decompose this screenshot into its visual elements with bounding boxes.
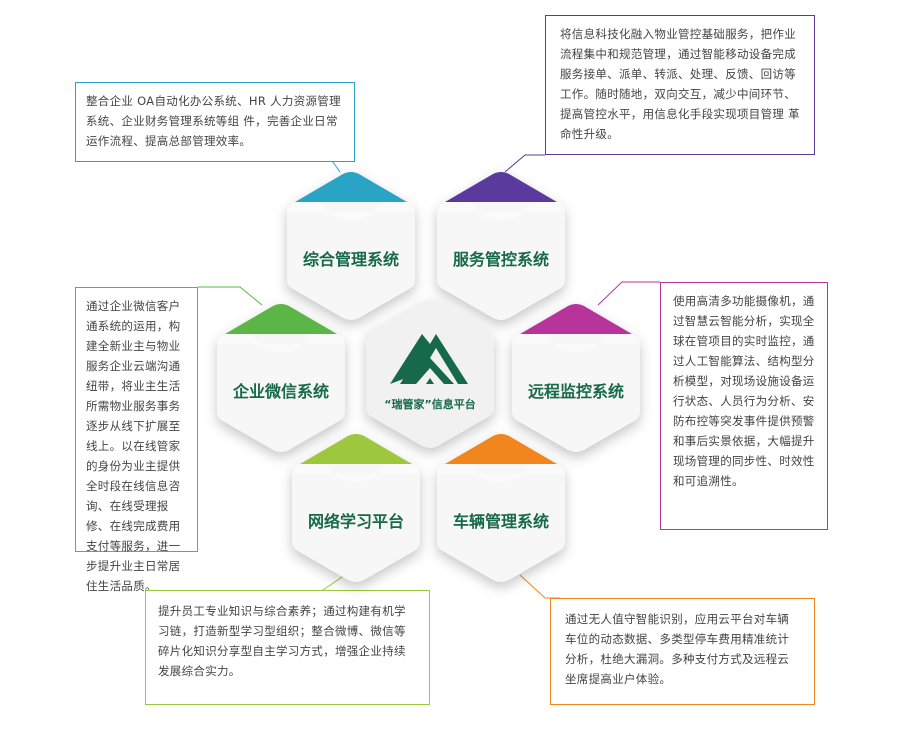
desc-box-monitor: 使用高清多功能摄像机，通过智慧云智能分析，实现全球在管项目的实时监控，通过人工智… bbox=[660, 282, 828, 530]
desc-box-vehicle: 通过无人值守智能识别，应用云平台对车辆车位的动态数据、多类型停车费用精准统计分析… bbox=[550, 598, 815, 705]
module-cap bbox=[520, 304, 632, 334]
module-label: 远程监控系统 bbox=[527, 382, 624, 401]
platform-brand-label: “瑞管家”信息平台 bbox=[384, 398, 476, 411]
module-hex-learning[interactable]: 网络学习平台 bbox=[290, 432, 422, 584]
module-hex-service[interactable]: 服务管控系统 bbox=[435, 170, 567, 322]
module-hex-comprehensive[interactable]: 综合管理系统 bbox=[285, 170, 417, 322]
module-cap bbox=[445, 172, 557, 202]
module-hex-wechat[interactable]: 企业微信系统 bbox=[215, 302, 347, 454]
module-label: 车辆管理系统 bbox=[452, 512, 549, 531]
module-label: 企业微信系统 bbox=[232, 382, 329, 401]
module-hex-monitor[interactable]: 远程监控系统 bbox=[510, 302, 642, 454]
center-platform-hex: “瑞管家”信息平台 bbox=[364, 298, 496, 450]
module-hex-vehicle[interactable]: 车辆管理系统 bbox=[435, 432, 567, 584]
mountain-logo-icon bbox=[390, 334, 468, 384]
desc-box-comprehensive: 整合企业 OA自动化办公系统、HR 人力资源管理系统、企业财务管理系统等组 件，… bbox=[75, 82, 355, 162]
module-label: 服务管控系统 bbox=[452, 250, 549, 269]
module-label: 综合管理系统 bbox=[302, 250, 399, 269]
module-label: 网络学习平台 bbox=[307, 512, 404, 531]
desc-box-wechat: 通过企业微信客户通系统的运用，构建全新业主与物业服务企业云端沟通纽带，将业主生活… bbox=[75, 287, 198, 593]
desc-box-learning: 提升员工专业知识与综合素养；通过构建有机学习链，打造新型学习型组织；整合微博、微… bbox=[145, 590, 430, 705]
module-cap bbox=[225, 304, 337, 334]
module-cap bbox=[300, 434, 412, 464]
module-cap bbox=[445, 434, 557, 464]
desc-box-service: 将信息科技化融入物业管控基础服务，把作业流程集中和规范管理，通过智能移动设备完成… bbox=[545, 15, 815, 155]
module-cap bbox=[295, 172, 407, 202]
